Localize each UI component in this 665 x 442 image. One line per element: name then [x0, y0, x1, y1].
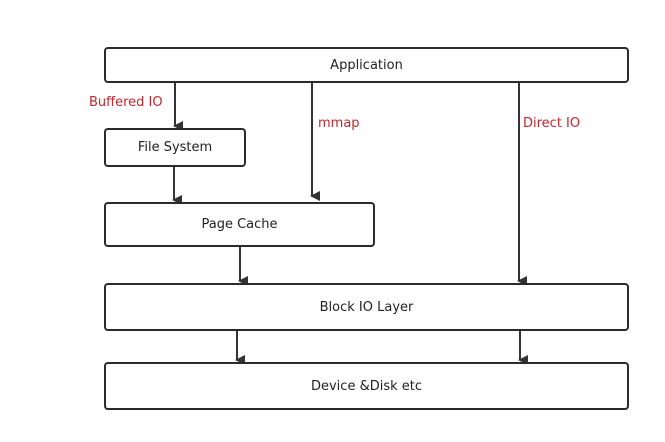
- buffered-io-label: Buffered IO: [89, 95, 163, 110]
- application-label: Application: [330, 57, 403, 73]
- device-disk-box: Device &Disk etc: [104, 362, 629, 410]
- file-system-box: File System: [104, 128, 246, 167]
- device-disk-label: Device &Disk etc: [310, 378, 423, 394]
- application-box: Application: [104, 47, 629, 83]
- page-cache-label: Page Cache: [201, 217, 278, 232]
- block-io-layer-box: Block IO Layer: [104, 283, 629, 331]
- block-io-layer-label: Block IO Layer: [319, 299, 414, 315]
- mmap-label: mmap: [318, 116, 360, 131]
- page-cache-box: Page Cache: [104, 202, 375, 247]
- file-system-label: File System: [137, 140, 213, 155]
- direct-io-label: Direct IO: [523, 116, 581, 131]
